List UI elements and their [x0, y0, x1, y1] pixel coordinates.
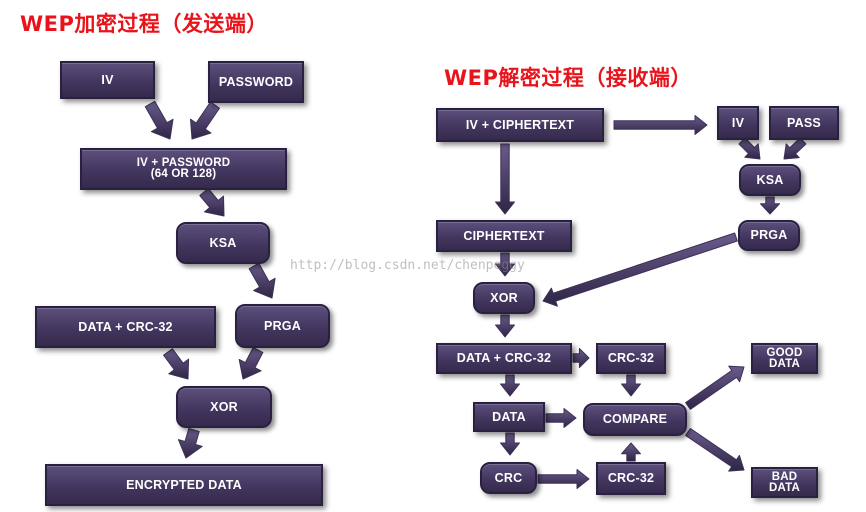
- enc-arrow-iv-to-ivpass: [144, 100, 174, 140]
- dec-arrow-ivct-to-ciphertext: [495, 143, 515, 215]
- enc-encrypted-data-box: ENCRYPTED DATA: [45, 464, 323, 506]
- decryption-title: WEP解密过程（接收端）: [444, 66, 692, 90]
- enc-data-crc-box: DATA + CRC-32: [35, 306, 216, 348]
- dec-pass-box: PASS: [769, 106, 839, 140]
- dec-iv-ciphertext-box: IV + CIPHERTEXT: [436, 108, 604, 142]
- dec-arrow-compare-to-bad: [685, 428, 745, 472]
- enc-password-box: PASSWORD: [208, 61, 304, 103]
- enc-arrow-data-to-xor: [163, 348, 190, 380]
- dec-compare-box: COMPARE: [583, 403, 687, 436]
- dec-iv-box: IV: [717, 106, 759, 140]
- dec-arrow-xor-to-datacrc: [495, 314, 515, 338]
- enc-arrow-pass-to-ivpass: [190, 101, 220, 140]
- dec-bad-data-box: BAD DATA: [751, 467, 818, 498]
- dec-data-box: DATA: [473, 402, 545, 432]
- dec-arrow-pass-to-ksa: [783, 137, 807, 160]
- dec-arrow-data-to-crc: [500, 432, 520, 456]
- dec-arrow-ivct-to-iv: [613, 115, 708, 135]
- enc-arrow-ivpass-to-ksa: [199, 188, 225, 217]
- enc-prga-box: PRGA: [235, 304, 330, 348]
- dec-ksa-box: KSA: [739, 164, 801, 196]
- enc-arrow-prga-to-xor: [238, 347, 264, 380]
- dec-arrow-crc32-to-compare-up: [621, 442, 641, 462]
- dec-crc32-top-box: CRC-32: [596, 343, 666, 374]
- enc-ksa-box: KSA: [176, 222, 270, 264]
- dec-good-data-box: GOOD DATA: [751, 343, 818, 374]
- enc-iv-password-box: IV + PASSWORD (64 OR 128): [80, 148, 287, 190]
- dec-arrow-datacrc-to-data: [500, 374, 520, 397]
- dec-arrow-iv-to-ksa: [738, 137, 761, 160]
- dec-crc-box: CRC: [480, 462, 537, 494]
- dec-arrow-ciphertext-to-xor: [495, 252, 515, 277]
- enc-iv-box: IV: [60, 61, 155, 99]
- dec-arrow-ksa-to-prga: [760, 196, 780, 215]
- dec-xor-box: XOR: [473, 282, 535, 314]
- watermark-text: http://blog.csdn.net/chenpeggy: [290, 258, 525, 273]
- dec-arrow-compare-to-good: [685, 365, 745, 410]
- dec-arrow-datacrc-to-crc32: [572, 348, 590, 368]
- dec-prga-box: PRGA: [738, 220, 800, 251]
- dec-arrow-prga-to-xor: [542, 232, 738, 307]
- dec-arrow-data-to-compare: [545, 408, 577, 428]
- enc-xor-box: XOR: [176, 386, 272, 428]
- dec-arrow-crc32-to-compare: [621, 374, 641, 397]
- encryption-title: WEP加密过程（发送端）: [20, 12, 268, 36]
- enc-arrow-ksa-to-prga: [248, 262, 276, 299]
- dec-arrow-crc-to-crc32: [537, 469, 590, 489]
- enc-arrow-xor-to-encrypted: [177, 428, 203, 459]
- dec-ciphertext-box: CIPHERTEXT: [436, 220, 572, 252]
- dec-crc32-bottom-box: CRC-32: [596, 462, 666, 495]
- dec-data-crc-box: DATA + CRC-32: [436, 343, 572, 374]
